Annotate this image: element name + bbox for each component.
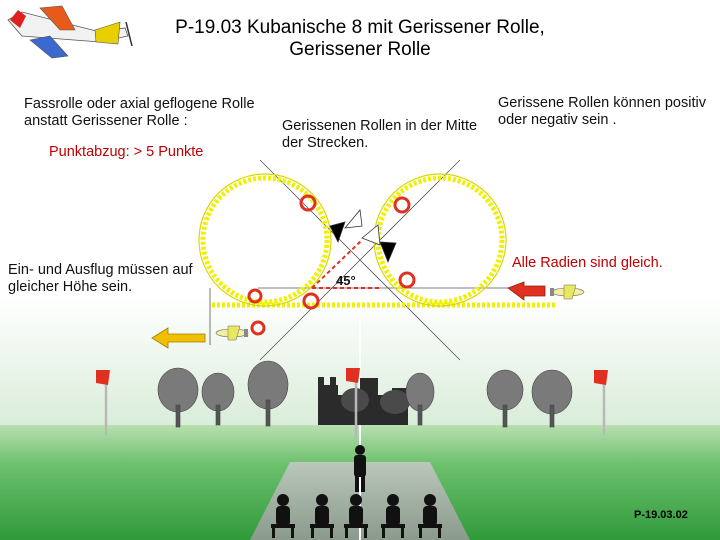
figure-eight-loops [200,175,555,308]
exit-arrow [151,327,206,349]
flag-icon [96,370,110,435]
note-roll-sign: Gerissene Rollen können positiv oder neg… [498,95,706,128]
angle-marker [311,239,382,289]
tree-icon [405,369,573,428]
flag-icon [346,368,360,438]
note-entry-exit: Ein- und Ausflug müssen auf gleicher Höh… [8,262,193,295]
title-line-1: P-19.03 Kubanische 8 mit Gerissener Roll… [175,17,545,38]
note-roll-position: Gerissenen Rollen in der Mitte der Strec… [282,118,478,151]
note-penalty: Punktabzug: > 5 Punkte [49,144,204,160]
airplane-icon [550,284,585,300]
page-title: P-19.03 Kubanische 8 mit Gerissener Roll… [0,17,720,61]
note-radii: Alle Radien sind gleich. [512,255,663,271]
roll-markers [247,194,416,336]
title-line-2: Gerissener Rolle [289,38,431,60]
tree-icon [157,360,289,428]
flag-icon [594,370,608,435]
spectator-icon [271,494,442,538]
castle-icon [318,377,410,425]
note-alternative-roll: Fassrolle oder axial geflogene Rolle ans… [24,96,255,129]
guide-lines [209,159,510,361]
snap-roll-triangles [329,209,397,264]
pilot-icon [354,445,366,492]
entry-arrow [507,281,546,301]
figure-code: P-19.03.02 [634,509,688,521]
angle-label: 45° [336,273,356,288]
airplane-icon [215,325,249,341]
aircraft-logo [7,5,133,59]
